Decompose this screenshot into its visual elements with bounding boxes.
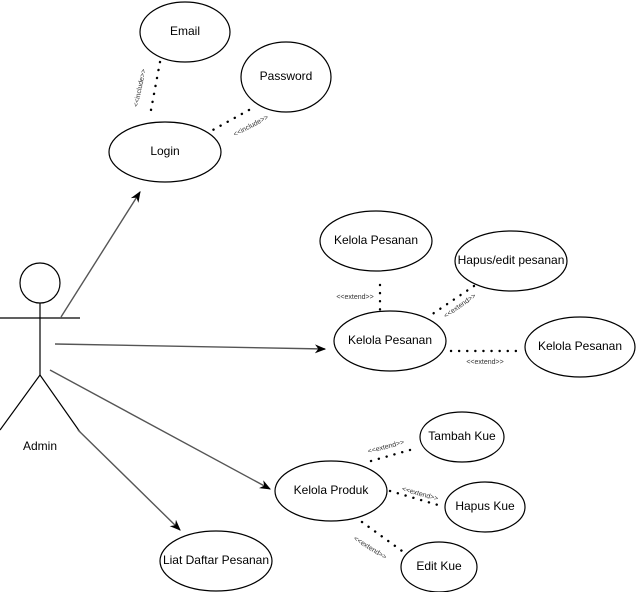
actor-admin[interactable]: Admin	[0, 262, 81, 453]
include-email-label: <<include>>	[133, 68, 148, 107]
use-case-tambah-kue[interactable]: Tambah Kue	[419, 411, 505, 463]
use-case-kelola-pesanan-top[interactable]: Kelola Pesanan	[319, 210, 433, 272]
use-case-liat-daftar-pesanan-label: Liat Daftar Pesanan	[163, 553, 269, 567]
actor-left-leg	[0, 374, 41, 431]
use-case-kelola-pesanan-right[interactable]: Kelola Pesanan	[524, 316, 636, 378]
include-password-line[interactable]	[209, 108, 251, 133]
include-email-line[interactable]	[149, 60, 162, 112]
use-case-email[interactable]: Email	[139, 1, 231, 63]
use-case-kelola-produk-label: Kelola Produk	[294, 483, 370, 497]
use-case-login-label: Login	[150, 144, 179, 158]
actor-head	[19, 262, 61, 304]
use-case-hapus-kue[interactable]: Hapus Kue	[444, 481, 526, 533]
extend-kelola-top-label: <<extend>>	[336, 294, 373, 301]
extend-edit-kue-line[interactable]	[360, 520, 404, 553]
use-case-hapus-edit-pesanan-label: Hapus/edit pesanan	[458, 253, 565, 267]
use-case-liat-daftar-pesanan[interactable]: Liat Daftar Pesanan	[159, 530, 273, 592]
use-case-login[interactable]: Login	[108, 121, 222, 183]
use-case-hapus-edit-pesanan[interactable]: Hapus/edit pesanan	[454, 230, 568, 292]
use-case-tambah-kue-label: Tambah Kue	[428, 429, 496, 443]
association-login[interactable]	[60, 191, 141, 318]
use-case-kelola-pesanan-top-label: Kelola Pesanan	[334, 233, 418, 247]
extend-edit-kue-label: <<extend>>	[352, 535, 387, 561]
extend-tambah-label: <<extend>>	[367, 439, 405, 455]
association-kelola-produk[interactable]	[49, 369, 271, 490]
use-case-kelola-pesanan-right-label: Kelola Pesanan	[538, 339, 622, 353]
extend-hapus-edit-label: <<extend>>	[443, 293, 478, 320]
association-liat-daftar[interactable]	[77, 429, 181, 531]
use-case-hapus-kue-label: Hapus Kue	[455, 499, 515, 513]
extend-hapus-kue-label: <<extend>>	[401, 486, 439, 503]
include-password-label: <<include>>	[233, 114, 270, 138]
extend-hapus-edit-line[interactable]	[426, 284, 476, 319]
extend-hapus-kue-line[interactable]	[388, 489, 440, 507]
actor-right-leg	[39, 374, 81, 433]
actor-label: Admin	[23, 439, 57, 453]
use-case-kelola-pesanan[interactable]: Kelola Pesanan	[333, 310, 447, 372]
use-case-email-label: Email	[170, 24, 200, 38]
use-case-edit-kue[interactable]: Edit Kue	[400, 541, 478, 592]
use-case-password-label: Password	[260, 69, 313, 83]
use-case-kelola-produk[interactable]: Kelola Produk	[274, 460, 388, 522]
use-case-password[interactable]: Password	[240, 41, 332, 113]
use-case-kelola-pesanan-label: Kelola Pesanan	[348, 333, 432, 347]
use-case-edit-kue-label: Edit Kue	[416, 559, 462, 573]
extend-kelola-right-label: <<extend>>	[466, 359, 503, 366]
association-kelola-pesanan[interactable]	[54, 343, 327, 354]
